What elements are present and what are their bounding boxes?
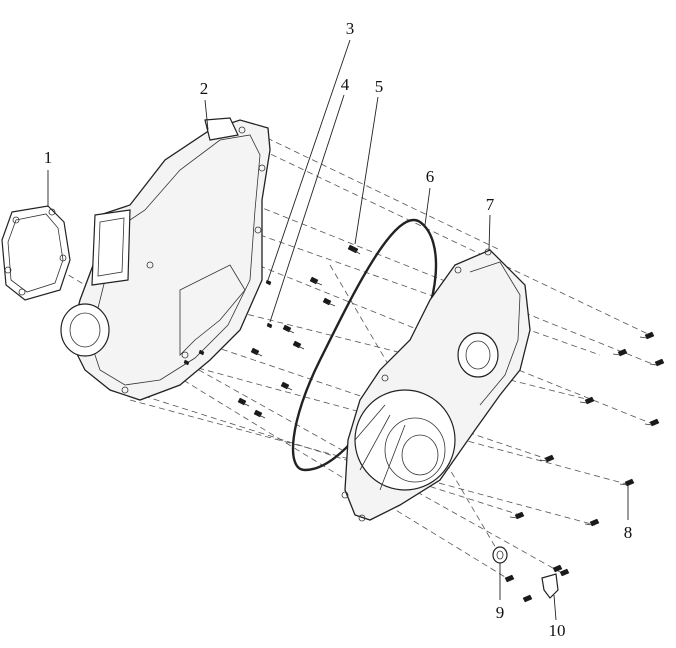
clip-part-10: [541, 573, 559, 599]
callout-1: 1: [44, 148, 53, 167]
callout-3: 3: [346, 19, 355, 38]
callout-labels: 1 2 3 4 5 6 7 8 9 10: [44, 19, 633, 640]
callout-10: 10: [549, 621, 566, 640]
assembly-guide-lines: [59, 124, 656, 581]
callout-8: 8: [624, 523, 633, 542]
bolt-set-right: [504, 331, 665, 603]
bolt-set-middle: [183, 244, 361, 419]
callout-leader-lines: [47, 39, 629, 621]
callout-2: 2: [200, 79, 209, 98]
callout-5: 5: [375, 77, 384, 96]
inner-cover-part-2: [60, 117, 271, 401]
callout-6: 6: [426, 167, 435, 186]
washer-part-9: [492, 546, 508, 564]
callout-7: 7: [486, 195, 495, 214]
callout-4: 4: [341, 75, 350, 94]
outer-cover-part-7: [341, 248, 531, 522]
callout-9: 9: [496, 603, 505, 622]
gasket-part-1: [1, 205, 71, 301]
